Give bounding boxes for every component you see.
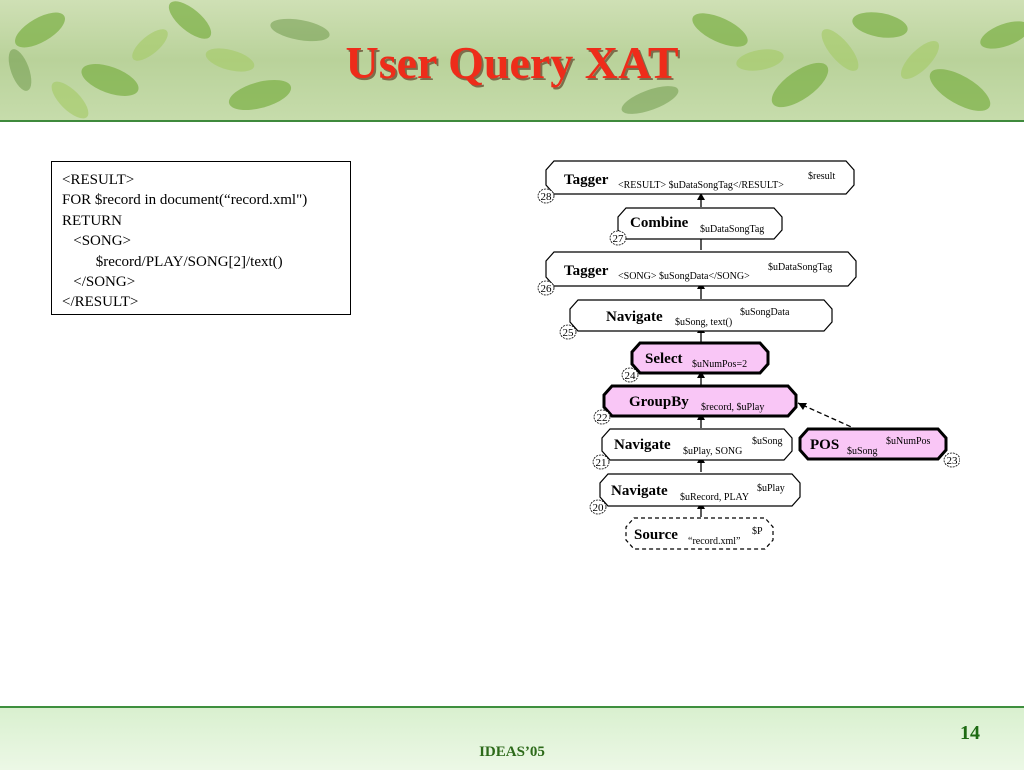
node-id: 28	[541, 191, 553, 203]
node-id: 27	[613, 233, 625, 245]
pos-dependency-edge	[797, 402, 859, 431]
node-id: 23	[947, 455, 959, 467]
operator-node-24[interactable]: Select $uNumPos=2	[630, 341, 770, 375]
operator-params: “record.xml”	[688, 536, 740, 547]
operator-output: $uNumPos	[886, 436, 931, 447]
operator-name: Navigate	[606, 309, 663, 325]
operator-node-27[interactable]: Combine $uDataSongTag	[617, 207, 783, 240]
page-title: User Query XAT	[345, 37, 679, 88]
node-id-badge: 26	[537, 280, 555, 296]
operator-params: <SONG> $uSongData</SONG>	[618, 271, 750, 282]
operator-node-26[interactable]: Tagger <SONG> $uSongData</SONG> $uDataSo…	[545, 251, 857, 287]
code-line: <RESULT>	[62, 172, 135, 188]
node-id: 26	[541, 283, 553, 295]
operator-params: $uNumPos=2	[692, 359, 747, 370]
operator-name: Select	[645, 351, 682, 367]
operator-params: <RESULT> $uDataSongTag</RESULT>	[618, 180, 784, 191]
code-line: </RESULT>	[62, 294, 139, 311]
operator-output: $P	[752, 526, 763, 537]
operator-node-21[interactable]: Navigate $uPlay, SONG $uSong	[601, 428, 793, 461]
operator-output: $result	[808, 171, 835, 182]
slide-banner: User Query XAT	[0, 0, 1024, 120]
node-id-badge: 21	[592, 454, 610, 470]
code-line: </SONG>	[62, 274, 136, 291]
operator-node-25[interactable]: Navigate $uSong, text() $uSongData	[569, 299, 833, 332]
operator-name: POS	[810, 437, 839, 453]
operator-name: Navigate	[611, 483, 668, 499]
operator-node-22[interactable]: GroupBy $record, $uPlay	[602, 384, 798, 418]
operator-node-23[interactable]: POS $uSong $uNumPos	[798, 427, 948, 461]
leaf-background-image	[8, 1, 1024, 119]
node-id: 22	[597, 412, 608, 424]
node-id: 25	[563, 327, 575, 339]
node-id-badge: 20	[589, 499, 607, 515]
xat-diagram: Tagger <RESULT> $uDataSongTag</RESULT> $…	[537, 160, 960, 550]
node-id-badge: 28	[537, 188, 555, 204]
operator-name: Source	[634, 527, 678, 543]
node-id: 21	[596, 457, 607, 469]
node-id-badge: 22	[593, 409, 611, 425]
operator-name: Navigate	[614, 437, 671, 453]
operator-params: $uDataSongTag	[700, 224, 764, 235]
slide-footer: 14 IDEAS’05	[0, 706, 1024, 770]
operator-name: GroupBy	[629, 394, 689, 410]
page-number: 14	[960, 722, 980, 744]
code-line: $record/PLAY/SONG[2]/text()	[62, 253, 283, 270]
operator-name: Tagger	[564, 172, 609, 188]
operator-output: $uSong	[752, 436, 783, 447]
operator-node-source[interactable]: Source “record.xml” $P	[625, 517, 774, 550]
query-code-box: <RESULT> FOR $record in document(“record…	[51, 161, 351, 315]
node-id-badge: 27	[609, 230, 627, 246]
code-line: <SONG>	[62, 233, 132, 250]
operator-node-28[interactable]: Tagger <RESULT> $uDataSongTag</RESULT> $…	[545, 160, 855, 195]
arrowhead	[798, 403, 807, 410]
code-line: RETURN	[62, 212, 122, 229]
code-line: FOR $record in document(“record.xml")	[62, 192, 308, 209]
node-id: 24	[625, 370, 637, 382]
node-id-badge: 24	[621, 367, 639, 383]
operator-name: Combine	[630, 215, 689, 231]
operator-name: Tagger	[564, 263, 609, 279]
node-id-badge: 25	[559, 324, 577, 340]
operator-params: $uSong	[847, 446, 878, 457]
node-id-badge: 23	[943, 452, 960, 468]
operator-output: $uSongData	[740, 307, 790, 318]
arrowhead	[697, 193, 705, 200]
footer-label: IDEAS’05	[479, 744, 545, 760]
operator-params: $uRecord, PLAY	[680, 492, 749, 503]
banner-divider	[0, 120, 1024, 122]
node-id: 20	[593, 502, 605, 514]
operator-output: $uPlay	[757, 483, 785, 494]
operator-params: $uSong, text()	[675, 317, 732, 328]
operator-params: $uPlay, SONG	[683, 446, 742, 457]
operator-node-20[interactable]: Navigate $uRecord, PLAY $uPlay	[599, 473, 801, 507]
operator-params: $record, $uPlay	[701, 402, 764, 413]
operator-output: $uDataSongTag	[768, 262, 832, 273]
